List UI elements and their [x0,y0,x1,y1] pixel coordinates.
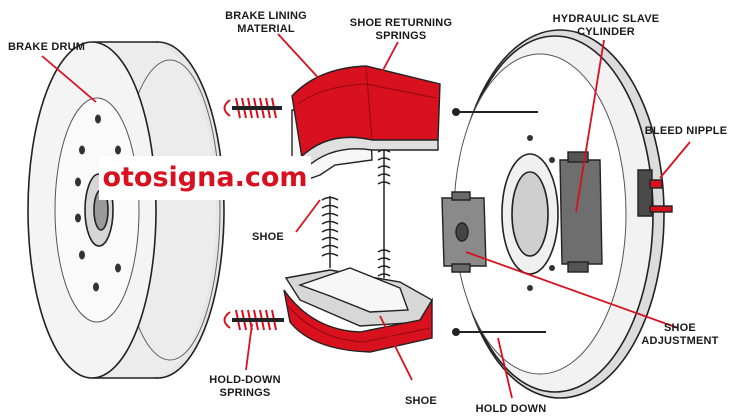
watermark: otosigna.com [99,156,311,200]
leader-hydraulic-cylinder [575,39,605,213]
hold-down-pin-top [452,108,538,116]
brake-drum-bolt-holes [75,114,121,292]
label-brake-drum-text: BRAKE DRUM [8,41,86,53]
shoe-returning-spring-right [377,149,391,278]
label-shoe-adjustment: SHOE ADJUSTMENT [626,322,734,348]
label-brake-drum: BRAKE DRUM [8,41,118,54]
shoe-adjuster [441,191,487,273]
label-shoe-returning-line1: SHOE RETURNING [349,17,453,29]
label-shoe-adjustment-line2: ADJUSTMENT [641,335,719,347]
watermark-text: otosigna.com [102,162,308,193]
leader-brake-lining [277,33,325,85]
label-hold-down-text: HOLD DOWN [475,403,547,415]
upper-brake-shoe [291,65,441,183]
label-hold-down-springs: HOLD-DOWN SPRINGS [190,374,300,400]
leader-shoe-upper [295,199,321,233]
label-shoe-lower: SHOE [396,395,446,408]
lower-brake-shoe [283,267,433,353]
label-shoe-upper: SHOE [246,231,290,244]
brake-drum [27,41,225,379]
label-hold-down: HOLD DOWN [466,403,556,416]
leader-brake-drum [41,55,97,103]
label-shoe-upper-text: SHOE [252,231,284,243]
hold-down-spring-top [223,97,282,119]
label-hydraulic-line2: CYLINDER [577,26,635,38]
label-brake-lining-material: BRAKE LINING MATERIAL [206,10,326,36]
leader-hold-down-springs [245,323,253,371]
label-shoe-returning-springs: SHOE RETURNING SPRINGS [336,17,466,43]
label-brake-lining-line1: BRAKE LINING [225,10,307,22]
bleed-nipple [637,169,673,217]
label-shoe-lower-text: SHOE [405,395,437,407]
label-bleed-nipple-text: BLEED NIPPLE [644,125,728,137]
hold-down-spring-bottom [223,309,284,331]
label-brake-lining-line2: MATERIAL [237,23,295,35]
label-shoe-adjustment-line1: SHOE [664,322,696,334]
label-bleed-nipple: BLEED NIPPLE [636,125,736,138]
shoe-returning-spring-left [321,196,339,268]
backing-plate [453,29,665,399]
leader-hold-down [497,337,513,399]
leader-shoe-lower [379,315,413,381]
hydraulic-slave-cylinder [559,151,603,273]
leader-shoe-adjustment [465,251,679,329]
label-hydraulic-slave-cylinder: HYDRAULIC SLAVE CYLINDER [536,13,676,39]
leader-lines [41,33,691,399]
label-hydraulic-line1: HYDRAULIC SLAVE [552,13,660,25]
leader-bleed-nipple [659,141,691,179]
leader-shoe-returning-springs [381,41,399,73]
label-hold-down-springs-line1: HOLD-DOWN [209,374,281,386]
hold-down-pin-bottom [452,328,546,336]
label-hold-down-springs-line2: SPRINGS [219,387,271,399]
label-shoe-returning-line2: SPRINGS [375,30,427,42]
backing-plate-bolt-holes [527,135,555,291]
